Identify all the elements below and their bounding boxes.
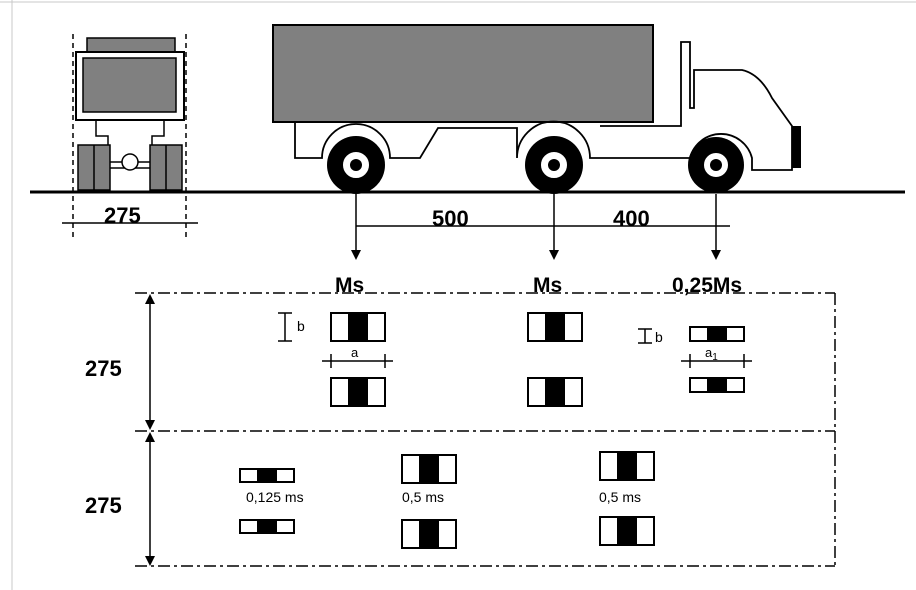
- front-roof: [86, 37, 176, 53]
- rear-wheel-hub: [350, 159, 362, 171]
- rear-wheel: [327, 136, 385, 194]
- load-arrow-front: [711, 194, 721, 260]
- patch-core: [348, 378, 368, 406]
- patch-core: [707, 378, 727, 392]
- patch-core: [617, 452, 637, 480]
- patch-core: [348, 313, 368, 341]
- b-front-label: b: [655, 329, 663, 345]
- load-rear-label: Ms: [335, 274, 364, 297]
- lane2-middle-patch-top: [401, 454, 457, 484]
- lane2-dim-arrow-top: [145, 432, 155, 442]
- patch-core: [617, 517, 637, 545]
- patch-core: [545, 378, 565, 406]
- side-view: 500 400 Ms Ms 0,25Ms: [272, 24, 801, 297]
- load-front-label: 0,25Ms: [672, 274, 742, 297]
- front-windshield: [82, 57, 177, 113]
- lane1-dim-arrow-bottom: [145, 420, 155, 430]
- a-dimension: a: [322, 345, 393, 368]
- lane2-width-label: 275: [85, 493, 122, 518]
- lane2-left-patch-bottom: [239, 519, 295, 534]
- front-axle-frame: [95, 120, 165, 146]
- patch-core: [419, 520, 439, 548]
- lane1-front-patch-bottom: [689, 377, 745, 393]
- patch-core: [545, 313, 565, 341]
- front-wheel: [688, 137, 744, 193]
- lane2-left-load-label: 0,125 ms: [246, 489, 304, 505]
- axle-spacing-1-label: 500: [432, 206, 469, 231]
- b-dimension-front: b: [638, 328, 663, 345]
- lane2-right-patch-top: [599, 451, 655, 481]
- cargo-box: [272, 24, 654, 123]
- lane1-rear-patch-bottom: [330, 377, 386, 407]
- patch-core: [419, 455, 439, 483]
- lane-plan: 275 275: [85, 292, 836, 567]
- lane1-middle-patch-bottom: [527, 377, 583, 407]
- lane2-dim-arrow-bottom: [145, 556, 155, 566]
- lane2-left-patch-top: [239, 468, 295, 483]
- lane2-middle-load-label: 0,5 ms: [402, 489, 444, 505]
- patch-core: [257, 520, 277, 533]
- a1-main: a: [705, 345, 713, 360]
- middle-wheel-hub: [548, 159, 560, 171]
- lane1-width-label: 275: [85, 356, 122, 381]
- a1-dimension: a1: [681, 345, 752, 368]
- load-arrow-middle: [549, 194, 559, 260]
- front-wheel-hub: [710, 159, 722, 171]
- load-middle-label: Ms: [533, 274, 562, 297]
- middle-wheel: [525, 136, 583, 194]
- lane1-middle-patch-top: [527, 312, 583, 342]
- load-arrow-middle-head: [549, 250, 559, 260]
- a1-sub: 1: [712, 352, 718, 363]
- b-dimension-rear: b: [278, 312, 305, 342]
- front-differential: [121, 153, 139, 171]
- lane2-right-load-label: 0,5 ms: [599, 489, 641, 505]
- patch-core: [707, 327, 727, 341]
- load-arrow-rear-head: [351, 250, 361, 260]
- lane1-front-patch-top: [689, 326, 745, 342]
- a-label: a: [351, 345, 359, 360]
- lane2-middle-patch-bottom: [401, 519, 457, 549]
- axle-spacing-2-label: 400: [613, 206, 650, 231]
- front-view: 275: [62, 34, 198, 240]
- front-bumper: [792, 126, 801, 168]
- chassis-outline: [294, 41, 793, 171]
- lane1-dim-arrow-top: [145, 294, 155, 304]
- b-label: b: [297, 318, 305, 334]
- lane1-rear-patch-top: [330, 312, 386, 342]
- load-arrow-front-head: [711, 250, 721, 260]
- front-track-width-label: 275: [104, 203, 141, 228]
- load-arrow-rear: [351, 194, 361, 260]
- a1-label: a1: [705, 345, 718, 363]
- lane2-right-patch-bottom: [599, 516, 655, 546]
- patch-core: [257, 469, 277, 482]
